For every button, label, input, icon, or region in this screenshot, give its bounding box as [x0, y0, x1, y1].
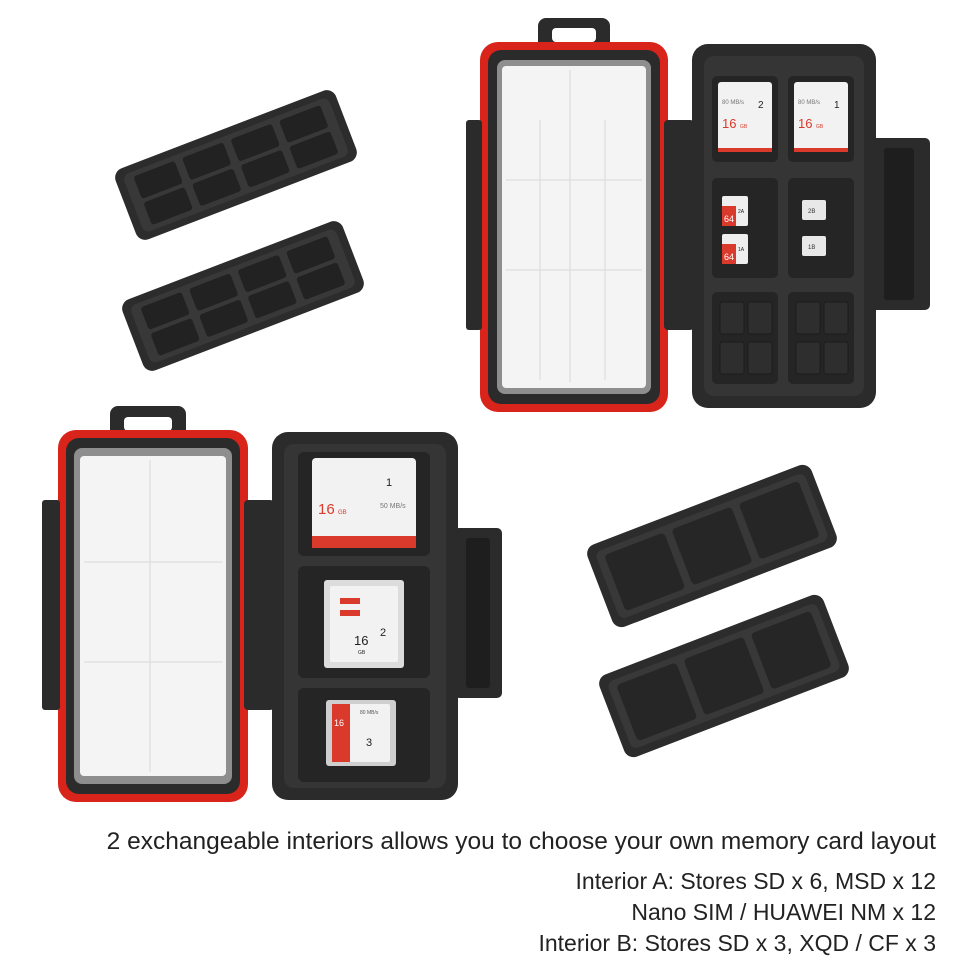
microsd-card: 64 1A	[722, 234, 748, 264]
sd-capacity-label: 16	[318, 501, 335, 518]
interior-a-spec-line2: Nano SIM / HUAWEI NM x 12	[631, 899, 936, 925]
msd-capacity-label: 64	[724, 214, 734, 224]
sd-card: 16 80 MB/s 3	[326, 700, 396, 766]
sd-capacity-label: 16	[722, 116, 736, 131]
tray-a-upper	[115, 90, 357, 240]
product-photo: 80 MB/s 2 16 GB 80 MB/s 1 16 GB 64 2A 64…	[42, 18, 930, 802]
sd-unit-label: GB	[816, 124, 824, 130]
sim-card: 2B	[802, 200, 826, 220]
msd-capacity-label: 64	[724, 252, 734, 262]
sim-slot-label: 2B	[808, 209, 815, 215]
sd-slot-number: 1	[834, 100, 840, 111]
sd-card: 2 16 GB	[324, 580, 404, 668]
sd-slot-number: 2	[758, 100, 764, 111]
sd-unit-label: GB	[740, 124, 748, 130]
sd-capacity-label: 16	[798, 116, 812, 131]
sd-unit-label: GB	[338, 510, 347, 516]
sd-capacity-label: 16	[334, 718, 344, 728]
sd-card: 1 16 GB 50 MB/s	[312, 458, 416, 548]
msd-slot-label: 2A	[738, 209, 745, 215]
sim-card: 1B	[802, 236, 826, 256]
case-interior-a: 80 MB/s 2 16 GB 80 MB/s 1 16 GB 64 2A 64…	[466, 18, 930, 412]
sd-slot-number: 3	[366, 737, 372, 749]
sd-slot-number: 2	[380, 627, 386, 639]
interior-b-spec-line: Interior B: Stores SD x 3, XQD / CF x 3	[538, 930, 936, 956]
sd-card: 80 MB/s 2 16 GB	[718, 82, 772, 152]
caption-headline: 2 exchangeable interiors allows you to c…	[106, 828, 936, 855]
sd-speed-label: 50 MB/s	[380, 503, 406, 510]
sd-capacity-label: 16	[354, 633, 368, 648]
sd-slot-number: 1	[386, 477, 392, 489]
msd-slot-label: 1A	[738, 247, 745, 253]
sd-unit-label: GB	[358, 650, 366, 656]
sd-card: 80 MB/s 1 16 GB	[794, 82, 848, 152]
tray-b-upper	[587, 464, 837, 628]
interior-a-spec-line1: Interior A: Stores SD x 6, MSD x 12	[575, 868, 936, 894]
microsd-card: 64 2A	[722, 196, 748, 226]
case-interior-b: 1 16 GB 50 MB/s 2 16 GB 16 80 MB/s 3	[42, 406, 502, 802]
sd-speed-label: 80 MB/s	[360, 710, 379, 716]
tray-a-lower	[122, 221, 364, 371]
sim-slot-label: 1B	[808, 245, 815, 251]
tray-b-lower	[599, 594, 849, 758]
sd-speed-label: 80 MB/s	[722, 100, 744, 106]
sd-speed-label: 80 MB/s	[798, 100, 820, 106]
